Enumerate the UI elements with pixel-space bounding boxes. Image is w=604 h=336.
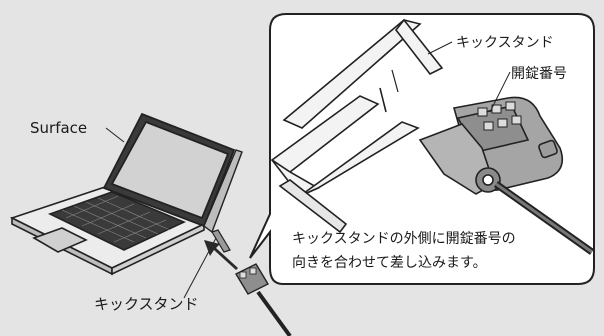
label-surface: Surface — [30, 119, 88, 137]
label-kickstand-bottom: キックスタンド — [94, 295, 199, 313]
caption-line-1: キックスタンドの外側に開錠番号の — [292, 231, 516, 247]
leader-lock-number — [489, 71, 511, 113]
insert-arrow — [204, 240, 238, 270]
detail-combination-lock — [418, 96, 564, 195]
main-lock — [235, 263, 269, 295]
leader-kickstand-callout — [427, 41, 453, 55]
main-cable — [256, 290, 292, 336]
laptop-screen — [102, 112, 236, 228]
detail-screen-edge — [379, 87, 387, 113]
label-kickstand-callout: キックスタンド — [456, 35, 554, 51]
detail-kickstand — [270, 18, 444, 234]
laptop-kickstand — [203, 149, 243, 234]
caption-line-2: 向きを合わせて差し込みます。 — [292, 255, 487, 271]
keyboard-keys — [61, 195, 171, 243]
instruction-caption: キックスタンドの外側に開錠番号の 向きを合わせて差し込みます。 — [292, 227, 592, 275]
leader-surface — [105, 127, 125, 143]
label-lock-number: 開錠番号 — [511, 66, 567, 82]
